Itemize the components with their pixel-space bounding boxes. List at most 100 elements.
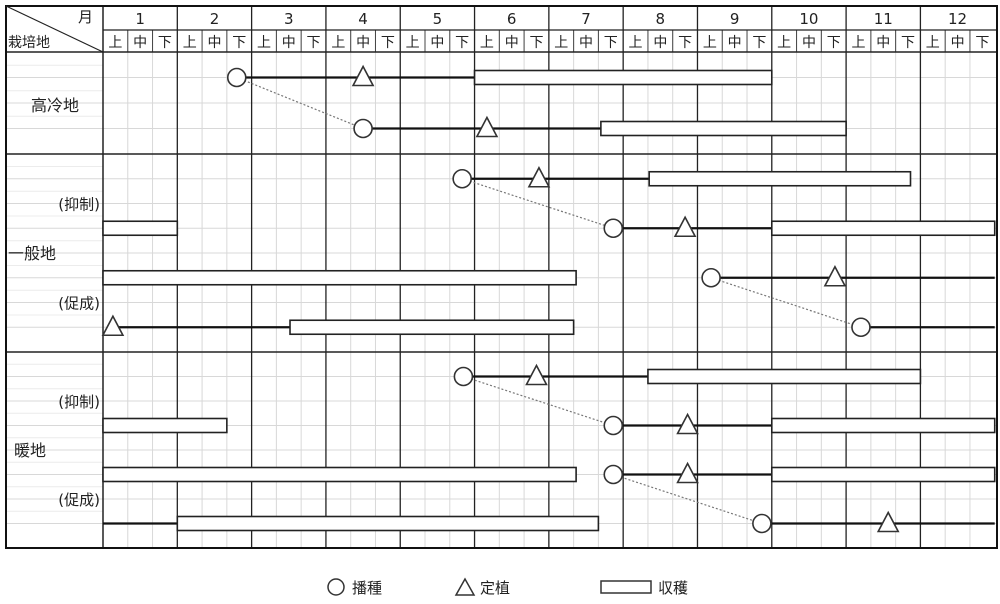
harvest-bar xyxy=(770,466,996,483)
sowing-circle-icon xyxy=(603,218,624,239)
dekad-label: 上 xyxy=(851,35,865,51)
legend-rectangle-icon xyxy=(600,580,652,594)
sowing-circle-icon xyxy=(453,366,474,387)
legend-sowing-label: 播種 xyxy=(352,579,382,597)
area-label: 高冷地 xyxy=(31,96,79,115)
harvest-bar xyxy=(770,417,996,434)
dekad-label: 下 xyxy=(381,35,395,51)
month-label: 2 xyxy=(210,10,220,28)
month-label: 4 xyxy=(358,10,368,28)
sowing-circle-icon xyxy=(603,415,624,436)
planting-triangle-icon xyxy=(351,64,375,87)
sowing-circle-icon xyxy=(452,168,472,189)
dekad-label: 上 xyxy=(777,35,791,51)
legend-harvest-label: 収穫 xyxy=(658,579,688,597)
sowing-circle-icon xyxy=(701,267,721,288)
harvest-bar xyxy=(102,417,228,434)
month-label: 1 xyxy=(135,10,145,28)
sow-link-line xyxy=(461,178,614,229)
planting-triangle-icon xyxy=(475,115,499,138)
sowing-circle-icon xyxy=(851,317,871,338)
dekad-label: 下 xyxy=(901,35,915,51)
dekad-label: 中 xyxy=(653,35,667,51)
dekad-label: 下 xyxy=(604,35,618,51)
dekad-label: 上 xyxy=(629,35,643,51)
planting-triangle-icon xyxy=(527,166,551,188)
dekad-label: 中 xyxy=(133,35,147,51)
dekad-label: 中 xyxy=(430,35,444,51)
dekad-label: 中 xyxy=(802,35,816,51)
harvest-bar xyxy=(102,466,577,483)
harvest-bar xyxy=(473,69,773,86)
sowing-circle-icon xyxy=(226,67,247,88)
dekad-label: 中 xyxy=(282,35,296,51)
dekad-label: 上 xyxy=(108,35,122,51)
dekad-label: 下 xyxy=(975,35,989,51)
table-border xyxy=(5,5,998,549)
legend-triangle-icon xyxy=(454,577,476,596)
markers xyxy=(101,64,900,534)
harvest-bar xyxy=(176,515,600,532)
area-label: 一般地 xyxy=(8,244,56,263)
dekad-label: 中 xyxy=(207,35,221,51)
dekad-label: 下 xyxy=(232,35,246,51)
dekad-label: 中 xyxy=(876,35,890,51)
calendar-header: 月 栽培地 1上中下2上中下3上中下4上中下5上中下6上中下7上中下8上中下9上… xyxy=(5,5,989,53)
dekad-label: 下 xyxy=(752,35,766,51)
month-label: 7 xyxy=(581,10,591,28)
month-label: 11 xyxy=(874,10,893,28)
subtype-label: (抑制) xyxy=(58,393,100,411)
planting-triangle-icon xyxy=(676,461,699,484)
dekad-label: 中 xyxy=(579,35,593,51)
dekad-label: 上 xyxy=(480,35,494,51)
sowing-circle-icon xyxy=(353,118,373,139)
planting-triangle-icon xyxy=(823,265,847,287)
harvest-bar xyxy=(289,319,575,336)
dekad-label: 下 xyxy=(158,35,172,51)
dekad-label: 下 xyxy=(678,35,692,51)
harvest-bars xyxy=(102,69,996,532)
sow-link-line xyxy=(236,76,364,130)
month-label: 3 xyxy=(284,10,294,28)
connector-lines xyxy=(236,76,862,525)
legend-circle-icon xyxy=(327,578,345,596)
month-label: 9 xyxy=(730,10,740,28)
legend: 播種 定植 収穫 xyxy=(327,577,688,597)
harvest-bar xyxy=(648,170,912,187)
dekad-label: 中 xyxy=(951,35,965,51)
dekad-label: 上 xyxy=(257,35,271,51)
month-label: 10 xyxy=(799,10,818,28)
subtype-label: (促成) xyxy=(58,491,100,509)
dekad-label: 中 xyxy=(356,35,370,51)
planting-triangle-icon xyxy=(876,510,900,533)
dekad-label: 上 xyxy=(554,35,568,51)
dekad-label: 下 xyxy=(455,35,469,51)
month-label: 8 xyxy=(656,10,666,28)
dekad-label: 上 xyxy=(183,35,197,51)
subtype-label: (抑制) xyxy=(58,196,100,214)
legend-planting-label: 定植 xyxy=(480,579,510,597)
planting-triangle-icon xyxy=(676,412,699,435)
corner-area-label: 栽培地 xyxy=(8,35,50,51)
planting-triangle-icon xyxy=(525,363,548,386)
month-label: 12 xyxy=(948,10,967,28)
month-label: 5 xyxy=(433,10,443,28)
dekad-label: 中 xyxy=(505,35,519,51)
sowing-circle-icon xyxy=(752,513,772,534)
harvest-bar xyxy=(647,368,922,385)
dekad-label: 上 xyxy=(703,35,717,51)
harvest-bar xyxy=(102,269,577,286)
dekad-label: 下 xyxy=(307,35,321,51)
dekad-label: 上 xyxy=(331,35,345,51)
dekad-label: 上 xyxy=(926,35,940,51)
sowing-circle-icon xyxy=(603,464,624,485)
dekad-label: 中 xyxy=(728,35,742,51)
dekad-label: 下 xyxy=(827,35,841,51)
corner-diagonal xyxy=(5,5,104,53)
planting-triangle-icon xyxy=(101,314,125,337)
month-label: 6 xyxy=(507,10,517,28)
subtype-label: (促成) xyxy=(58,295,100,313)
harvest-bar xyxy=(770,220,996,237)
